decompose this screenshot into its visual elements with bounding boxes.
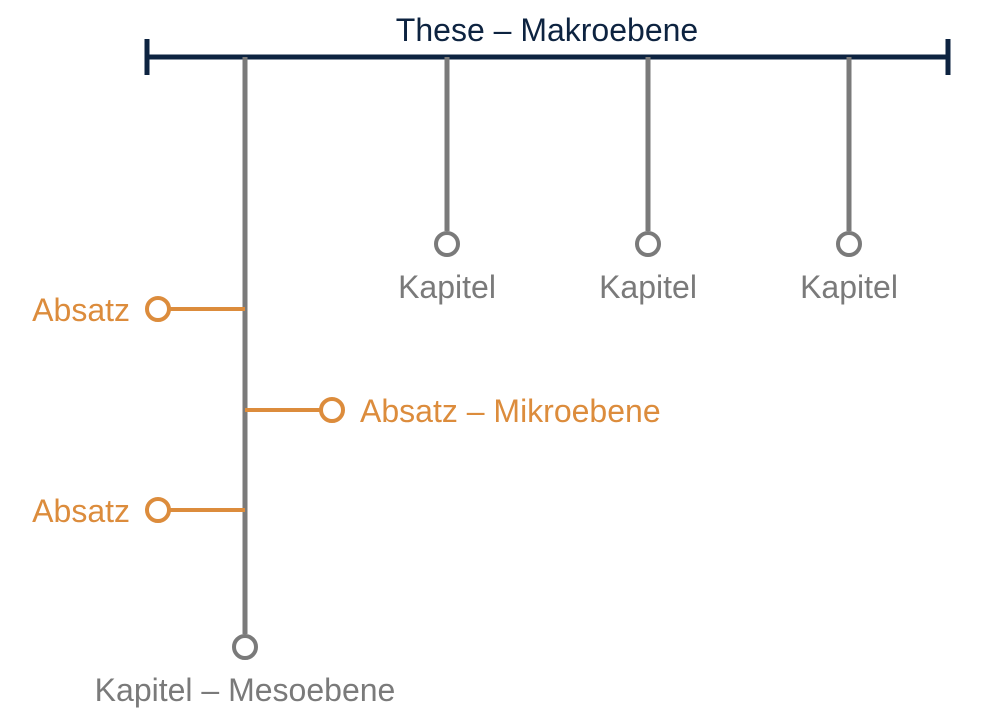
paragraph-label-3: Absatz	[32, 493, 130, 529]
chapter-node-3	[635, 231, 661, 257]
paragraph-label-micro: Absatz – Mikroebene	[360, 393, 661, 429]
chapter-node-4	[836, 231, 862, 257]
paragraph-node-3	[145, 497, 171, 523]
meso-level: Kapitel – Mesoebene Kapitel Kapitel Kapi…	[95, 57, 898, 708]
chapter-node-meso	[232, 634, 258, 660]
chapter-label-2: Kapitel	[398, 269, 496, 305]
chapter-label-3: Kapitel	[599, 269, 697, 305]
chapter-node-2	[434, 231, 460, 257]
paragraph-node-micro	[319, 397, 345, 423]
paragraph-node-1	[145, 296, 171, 322]
chapter-label-meso: Kapitel – Mesoebene	[95, 672, 396, 708]
micro-level: Absatz Absatz – Mikroebene Absatz	[32, 292, 660, 529]
thesis-title: These – Makroebene	[396, 12, 698, 48]
macro-level: These – Makroebene	[144, 12, 951, 75]
chapter-label-4: Kapitel	[800, 269, 898, 305]
paragraph-label-1: Absatz	[32, 292, 130, 328]
